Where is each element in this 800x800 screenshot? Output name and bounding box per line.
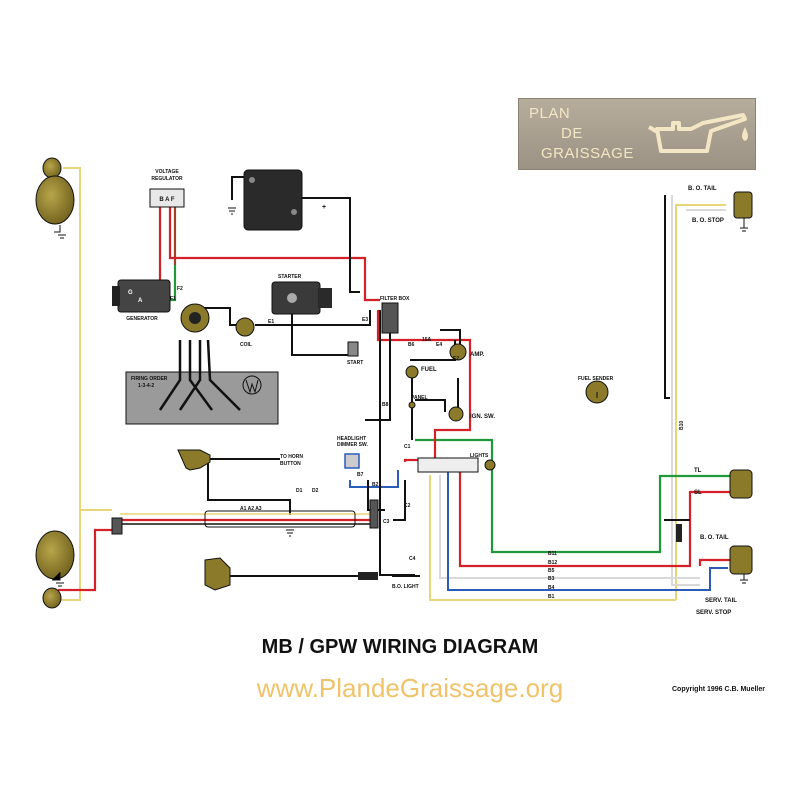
horn xyxy=(204,557,231,591)
firing-order-box xyxy=(125,339,279,425)
battery-plus: + xyxy=(322,204,326,211)
fuel-sender-label: FUEL SENDER xyxy=(578,376,614,382)
bo-light-label: B.O. LIGHT xyxy=(392,584,419,590)
left-headlight-bottom xyxy=(35,530,75,609)
e1-label: E1 xyxy=(268,319,274,325)
ground-symbols xyxy=(52,207,748,587)
harness-sleeve xyxy=(204,510,356,528)
starter-switch xyxy=(347,341,359,357)
headlight-dimmer-switch xyxy=(344,453,360,469)
starter xyxy=(271,281,332,315)
logo-line-3: GRAISSAGE xyxy=(541,145,634,162)
b8-label: B8 xyxy=(382,402,389,408)
d2-label: D2 xyxy=(312,488,319,494)
trailer-connector xyxy=(676,524,682,542)
to-horn-label-1: TO HORN xyxy=(280,454,303,460)
start-label: START xyxy=(347,360,363,366)
rear-light-middle xyxy=(729,469,753,499)
tl-label: TL xyxy=(694,468,702,474)
distributor xyxy=(180,303,210,333)
filter-box-label: FILTER BOX xyxy=(380,296,410,302)
lights-label: LIGHTS xyxy=(470,453,489,459)
a-terminals-label: A1 A2 A3 xyxy=(240,506,262,512)
b5-label: B5 xyxy=(548,568,555,574)
voltage-regulator xyxy=(149,188,185,208)
starter-label: STARTER xyxy=(278,274,302,280)
ignition-coil xyxy=(235,317,255,337)
headlight-dimmer-label-1: HEADLIGHT xyxy=(337,436,366,442)
c2-label: C2 xyxy=(404,503,411,509)
b3-label: B3 xyxy=(548,576,555,582)
firing-order-label-1: FIRING ORDER xyxy=(131,376,168,382)
firing-order-label-2: 1-3-4-2 xyxy=(138,383,154,389)
bo-tail-label: B. O. TAIL xyxy=(688,186,717,192)
gen-g-label: G xyxy=(128,290,133,296)
blackout-light-connector xyxy=(358,572,378,580)
e3-label: E3 xyxy=(362,317,368,323)
voltage-regulator-label-1: VOLTAGE xyxy=(155,169,179,175)
b12-label: B12 xyxy=(548,560,557,566)
rear-light-bottom xyxy=(729,545,753,575)
b10-label: B10 xyxy=(679,421,685,430)
panel-label: PANEL xyxy=(411,395,428,401)
fuel-label: FUEL xyxy=(421,367,437,373)
b6-label: B6 xyxy=(408,342,415,348)
b2-label: B2 xyxy=(372,482,379,488)
c1-label: C1 xyxy=(404,444,411,450)
yellow-wires xyxy=(60,167,726,601)
logo-line-1: PLAN xyxy=(529,105,571,122)
black-wires xyxy=(198,176,690,577)
website-url[interactable]: www.PlandeGraissage.org xyxy=(256,673,564,703)
filter-box xyxy=(381,302,399,334)
light-switch xyxy=(417,457,496,473)
horn-button xyxy=(177,449,211,471)
oil-can-icon xyxy=(647,113,748,153)
white-wires xyxy=(439,195,726,586)
copyright-notice: Copyright 1996 C.B. Mueller xyxy=(672,686,765,693)
amp-label: AMP. xyxy=(470,352,485,358)
left-headlight-top xyxy=(35,157,75,239)
panel-light xyxy=(408,401,416,409)
fuel-gauge xyxy=(405,365,419,379)
plan-de-graissage-logo: PLAN DE GRAISSAGE xyxy=(518,98,756,170)
battery xyxy=(243,169,303,231)
ignition-switch xyxy=(448,406,464,422)
headlight-dimmer-label-2: DIMMER SW. xyxy=(337,442,368,448)
b1-label: B1 xyxy=(548,594,555,600)
blue-wires xyxy=(349,470,728,591)
gen-a-label: A xyxy=(138,298,143,304)
c4-label: C4 xyxy=(409,556,416,562)
coil-label: COIL xyxy=(240,342,252,348)
sl-label: SL xyxy=(694,490,702,496)
f2-label: F2 xyxy=(177,286,183,292)
serv-tail-label: SERV. TAIL xyxy=(705,598,737,604)
bo-tail-label-2: B. O. TAIL xyxy=(700,535,729,541)
rear-light-top xyxy=(733,191,753,219)
logo-line-2: DE xyxy=(561,125,583,142)
bo-stop-label: B. O. STOP xyxy=(692,218,724,224)
b11-label: B11 xyxy=(548,551,557,557)
regulator-terminals: B A F xyxy=(159,197,175,203)
e4-label: E4 xyxy=(436,342,442,348)
d1-label: D1 xyxy=(296,488,303,494)
fuel-sender xyxy=(585,380,609,404)
harness-stripes xyxy=(120,195,370,525)
f1-label: F1 xyxy=(170,296,176,302)
ign-sw-label: IGN. SW. xyxy=(470,414,495,420)
diagram-title: MB / GPW WIRING DIAGRAM xyxy=(261,636,539,658)
junction-block xyxy=(111,499,379,535)
b7-label: B7 xyxy=(357,472,364,478)
generator xyxy=(112,279,171,313)
b4-label: B4 xyxy=(548,585,555,591)
e2-label: E2 xyxy=(453,356,459,362)
15a-label: 15A xyxy=(422,337,432,343)
ammeter xyxy=(449,343,467,361)
to-horn-label-2: BUTTON xyxy=(280,461,301,467)
c3-label: C3 xyxy=(383,519,390,525)
voltage-regulator-label-2: REGULATOR xyxy=(151,176,183,182)
serv-stop-label: SERV. STOP xyxy=(696,610,731,616)
generator-label: GENERATOR xyxy=(126,316,158,322)
